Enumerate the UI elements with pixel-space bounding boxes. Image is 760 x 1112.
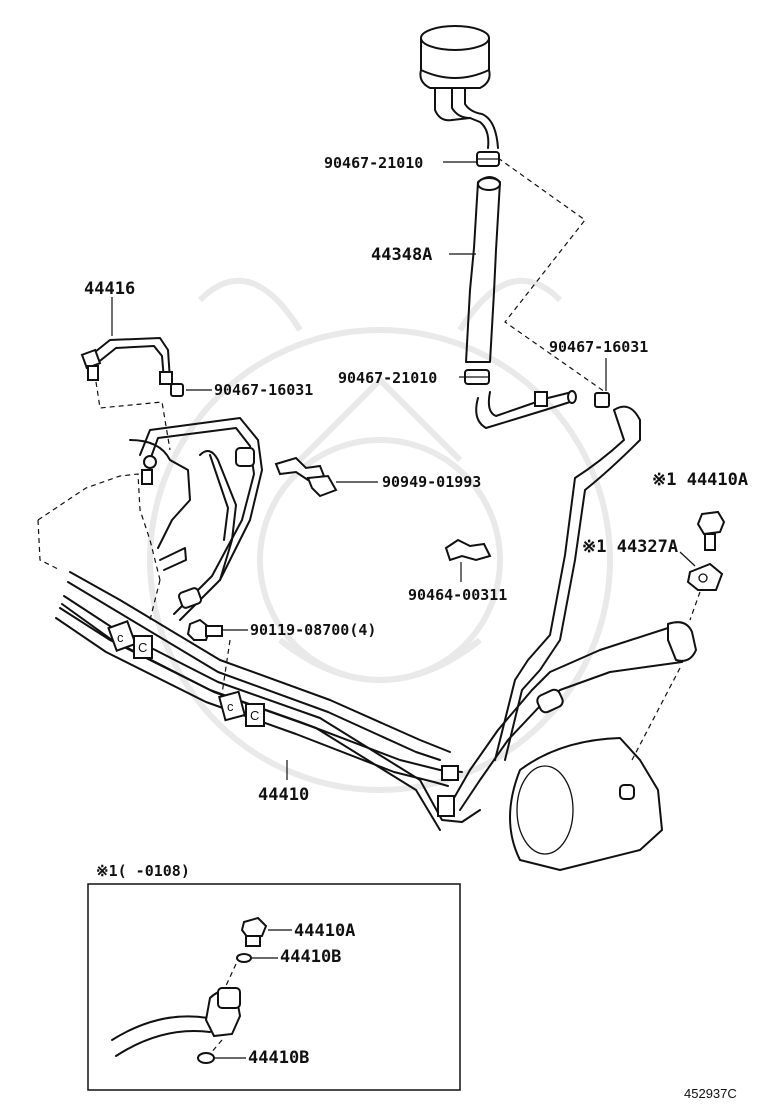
inset-frame: [87, 883, 461, 1091]
guide-bolt: [221, 639, 231, 695]
clamp-pair-bottom: [437, 765, 459, 817]
clamp-mark-C-upper: C: [138, 640, 147, 655]
label-90467-16031-right: 90467-16031: [549, 338, 648, 356]
guide-pump: [631, 667, 681, 761]
pump-body: [509, 737, 663, 871]
clamp-mark-C-lower: C: [250, 708, 259, 723]
label-44416: 44416: [84, 279, 135, 299]
inset-gasket-bottom: [197, 1052, 215, 1064]
clamp-pair-upper: c C: [107, 620, 153, 659]
clamp-pair-lower: c C: [218, 690, 265, 727]
guide-line-top: [497, 157, 606, 393]
label-90949-01993: 90949-01993: [382, 473, 481, 491]
reference-code: 452937C: [684, 1086, 737, 1101]
inset-label-44410B-top: 44410B: [280, 947, 341, 967]
reservoir: [419, 25, 499, 149]
label-90467-21010-top: 90467-21010: [324, 154, 423, 172]
inset-guide-low: [209, 1039, 223, 1055]
label-44348A: 44348A: [371, 245, 432, 265]
clamp-lower: [464, 369, 490, 385]
leader-44327A: [679, 551, 696, 567]
label-44327A: ※1 44327A: [582, 537, 678, 557]
label-90467-16031-left: 90467-16031: [214, 381, 313, 399]
label-44410: 44410: [258, 785, 309, 805]
gear-box: [37, 439, 191, 581]
clamp-90949-01993: [274, 456, 338, 498]
inset-header: ※1( -0108): [96, 862, 190, 880]
inset-gasket-top: [236, 953, 252, 963]
inset-label-44410A: 44410A: [294, 921, 355, 941]
bolt-90119-08700: [186, 618, 223, 641]
clamp-mark-c-lower: c: [227, 699, 234, 714]
clamp-right: [594, 392, 610, 408]
label-44410A-main: ※1 44410A: [652, 470, 748, 490]
label-90467-21010-lower: 90467-21010: [338, 369, 437, 387]
pipe-44416: [80, 337, 173, 385]
label-90464-00311: 90464-00311: [408, 586, 507, 604]
guide-44327A: [689, 591, 701, 621]
clamp-top: [476, 151, 500, 167]
clamp-90464-00311: [444, 538, 492, 562]
guide-gear: [149, 579, 161, 621]
pressure-hose: [449, 621, 698, 811]
return-pipe-elbow: [475, 390, 577, 429]
label-90119-08700: 90119-08700(4): [250, 621, 376, 639]
inset-label-44410B-bottom: 44410B: [248, 1048, 309, 1068]
inset-union-bolt: [240, 916, 268, 947]
inset-hose-fitting: [111, 987, 242, 1057]
clamp-left: [170, 383, 184, 397]
inset-guide: [223, 963, 237, 991]
clamp-mark-c-upper: c: [117, 630, 124, 645]
hose-44348A: [465, 176, 501, 363]
tube-bundle-44410: [55, 417, 481, 831]
return-hose-right: [494, 405, 641, 761]
gasket-44327A: [686, 562, 724, 591]
watermark: [147, 277, 613, 793]
union-bolt-44410A: [696, 510, 726, 551]
guide-44416: [95, 381, 171, 451]
